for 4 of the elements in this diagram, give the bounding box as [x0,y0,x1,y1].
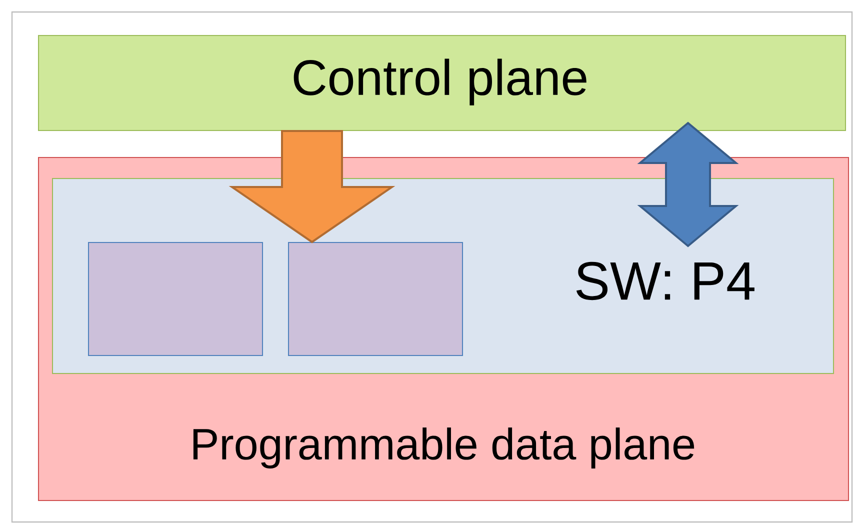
table-box [88,242,263,356]
block-arrow [228,130,396,244]
table-box [288,242,463,356]
plane-box: Control plane [38,35,846,131]
